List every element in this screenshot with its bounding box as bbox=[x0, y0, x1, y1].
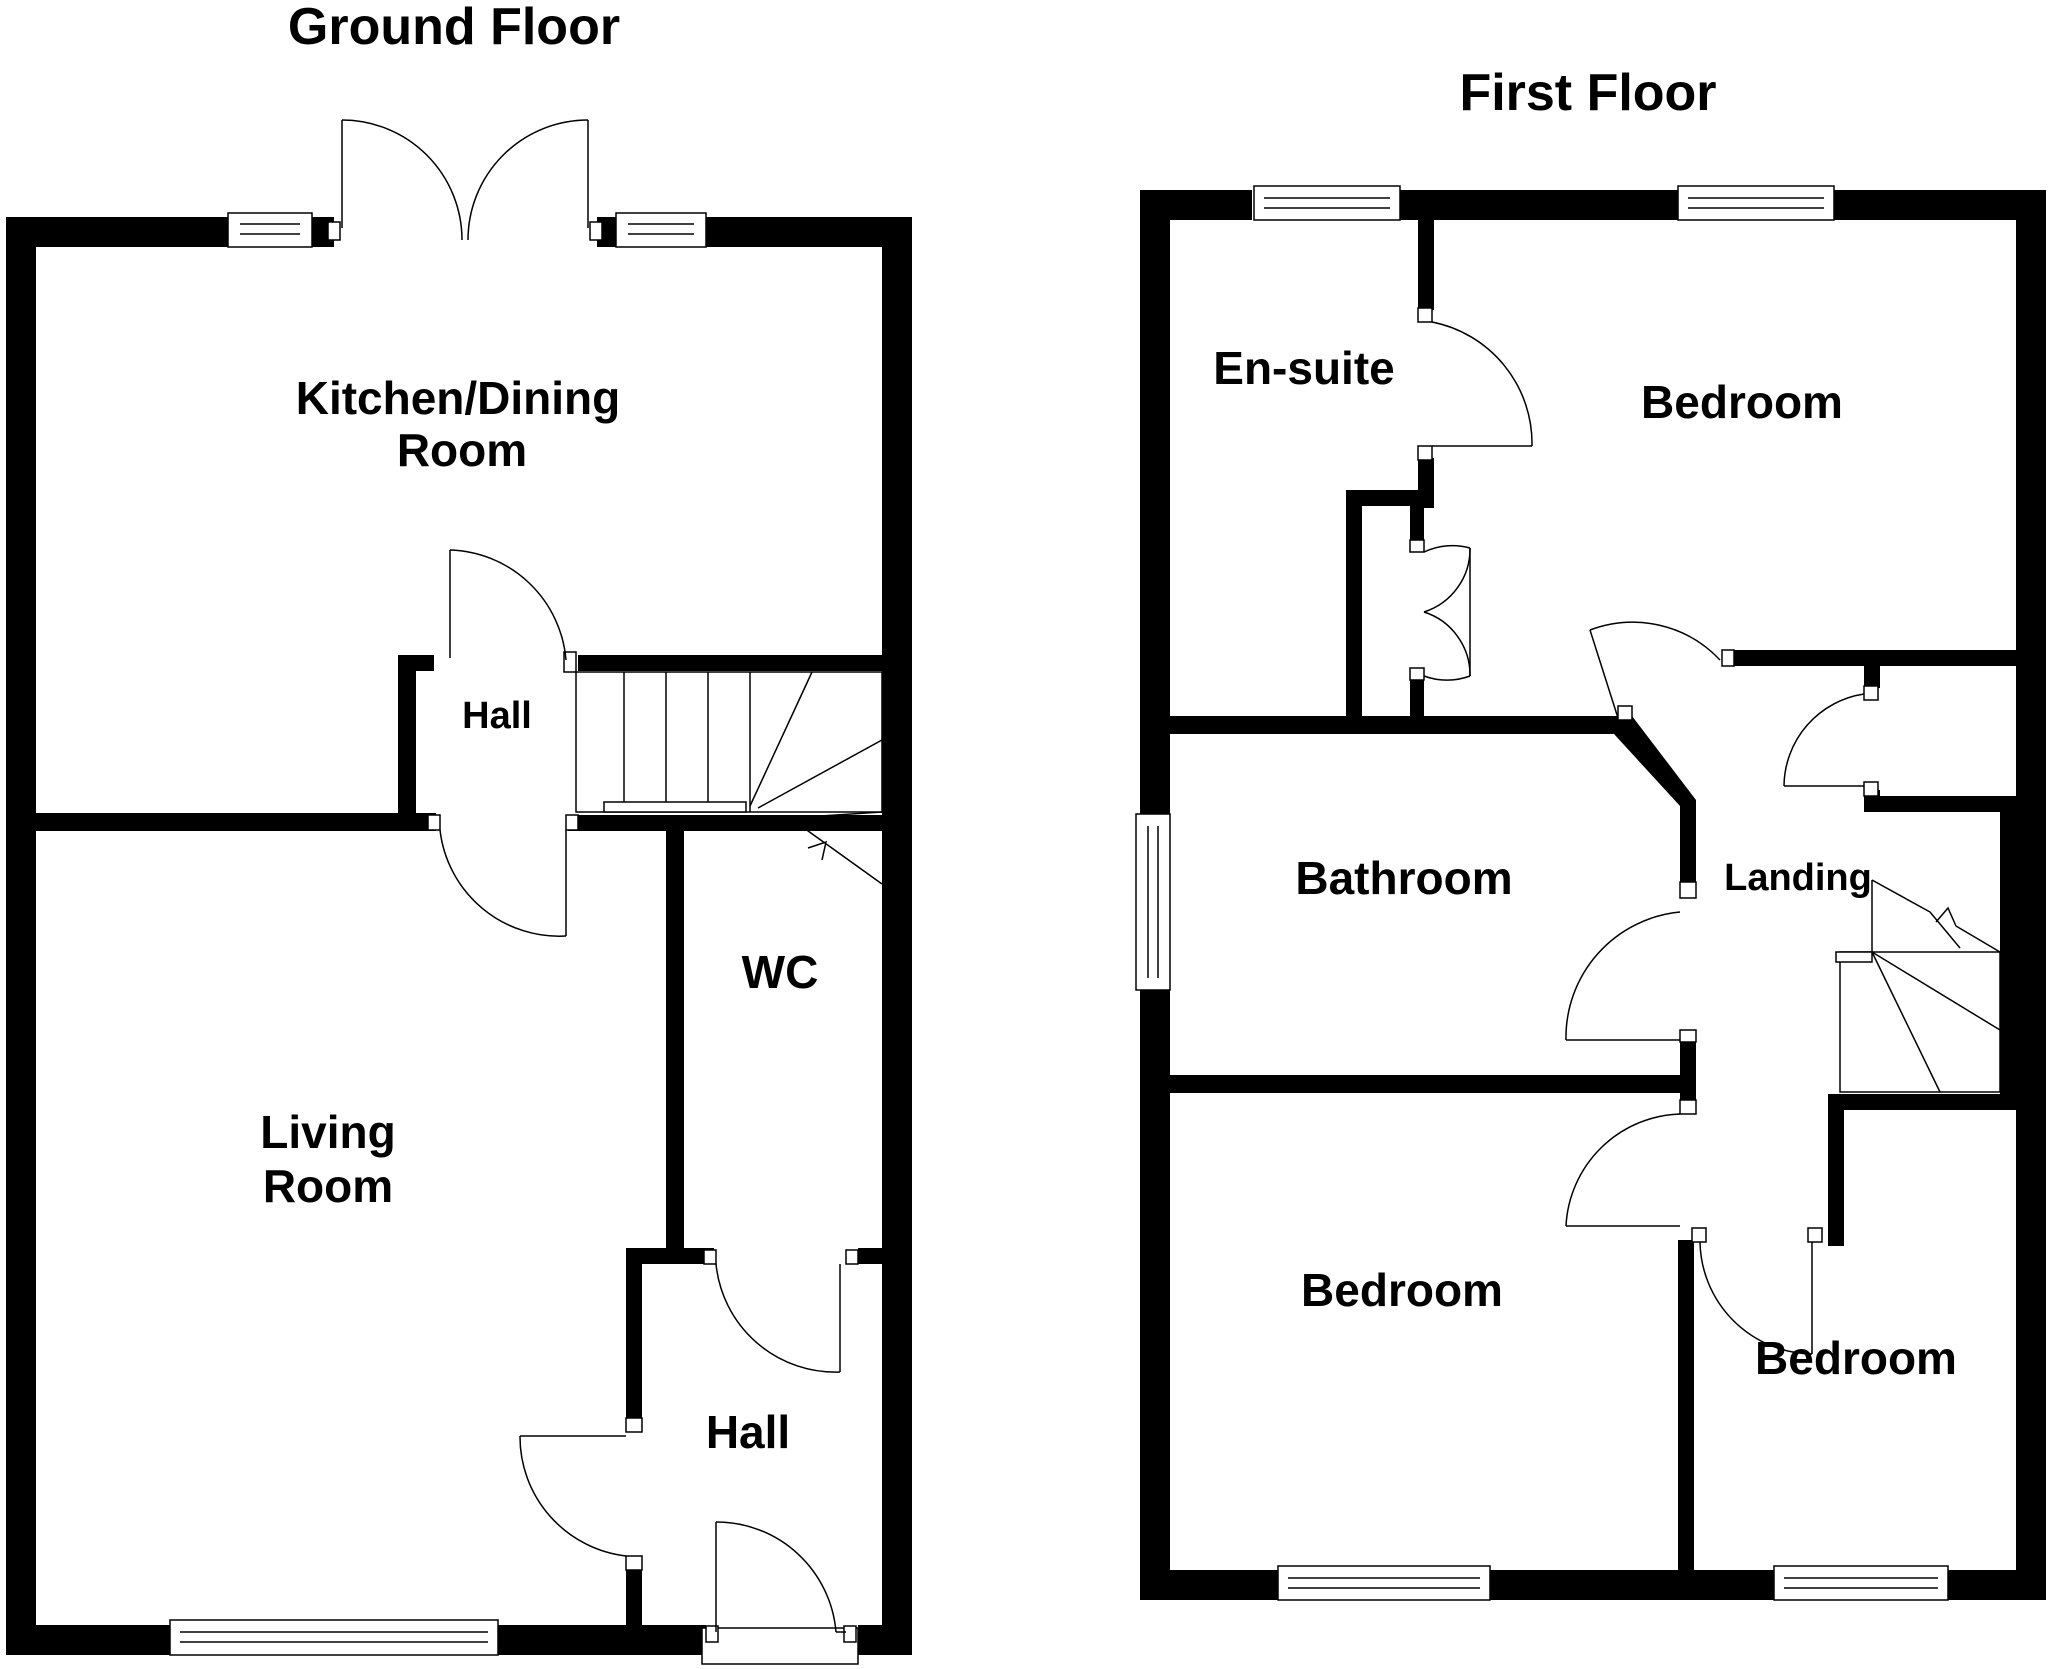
window bbox=[227, 212, 313, 248]
window bbox=[169, 1619, 499, 1656]
ground-floor: Ground Floor bbox=[6, 0, 912, 1665]
ground-floor-title: Ground Floor bbox=[288, 0, 620, 56]
window bbox=[1135, 813, 1171, 991]
window bbox=[1677, 185, 1835, 221]
room-label-living-line1: Living bbox=[260, 1106, 395, 1158]
window bbox=[615, 212, 707, 248]
lower-hall-doors bbox=[519, 1249, 859, 1571]
ground-windows bbox=[169, 212, 707, 1656]
room-label-bedroom-master: Bedroom bbox=[1641, 376, 1843, 428]
upper-hall-doors bbox=[427, 549, 579, 937]
room-label-landing: Landing bbox=[1724, 857, 1872, 899]
room-label-kitchen-line1: Kitchen/Dining bbox=[296, 372, 621, 424]
ground-internal-walls bbox=[36, 655, 882, 1628]
window bbox=[1277, 1565, 1491, 1601]
room-label-wc: WC bbox=[742, 946, 819, 998]
room-label-ensuite: En-suite bbox=[1213, 342, 1394, 394]
room-label-bedroom-two: Bedroom bbox=[1301, 1264, 1503, 1316]
window bbox=[1773, 1565, 1949, 1601]
first-windows bbox=[1135, 185, 1949, 1601]
first-staircase bbox=[1835, 879, 2001, 1093]
window bbox=[1253, 185, 1401, 221]
room-label-hall-upper: Hall bbox=[462, 695, 532, 737]
first-doors bbox=[1409, 307, 1879, 1355]
first-internal-walls bbox=[1170, 218, 2016, 1580]
room-label-living-line2: Room bbox=[263, 1160, 393, 1212]
first-outer-walls bbox=[1140, 190, 2046, 1600]
ground-staircase bbox=[575, 671, 883, 885]
first-floor: First Floor bbox=[1135, 64, 2046, 1601]
patio-doors bbox=[327, 119, 603, 241]
front-door bbox=[701, 1521, 859, 1665]
room-label-bedroom-three: Bedroom bbox=[1755, 1332, 1957, 1384]
first-floor-title: First Floor bbox=[1459, 64, 1716, 122]
room-label-kitchen-line2: Room bbox=[397, 424, 527, 476]
room-label-hall-lower: Hall bbox=[706, 1406, 790, 1458]
room-label-bathroom: Bathroom bbox=[1295, 852, 1512, 904]
